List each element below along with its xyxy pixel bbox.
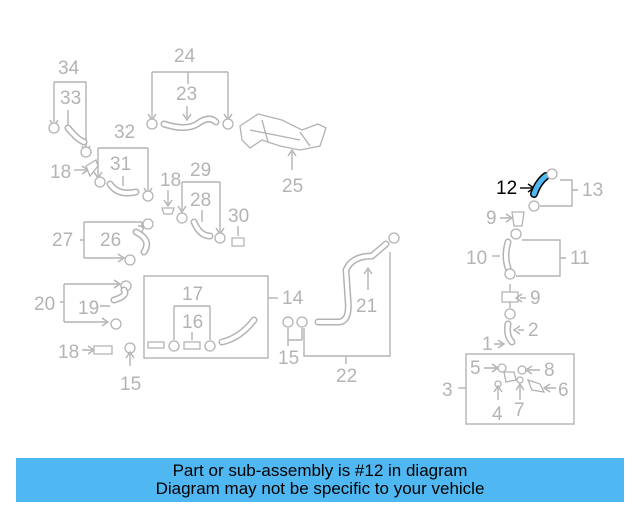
callout-19[interactable]: 19	[78, 298, 99, 319]
callout-26[interactable]: 26	[100, 230, 121, 251]
clamp-part[interactable]	[94, 176, 106, 188]
callout-28[interactable]: 28	[190, 190, 211, 211]
callout-32[interactable]: 32	[114, 122, 135, 143]
clamp-part[interactable]	[204, 340, 216, 352]
clamp-part[interactable]	[146, 118, 158, 130]
clamp-part[interactable]	[222, 118, 234, 130]
group-29-28: 18 29 28 30	[160, 160, 249, 247]
callout-18[interactable]: 18	[50, 162, 71, 183]
callout-34[interactable]: 34	[58, 58, 80, 79]
callout-33[interactable]: 33	[60, 88, 81, 109]
clamp-part[interactable]	[282, 316, 294, 328]
group-32-31: 32 31 18	[50, 122, 154, 202]
clamp-part[interactable]	[80, 146, 92, 158]
callout-18[interactable]: 18	[58, 342, 79, 363]
callout-1[interactable]: 1	[482, 334, 493, 355]
highlighted-hose-part-12[interactable]	[531, 173, 549, 197]
clamp-part[interactable]	[528, 200, 540, 212]
callout-9[interactable]: 9	[530, 288, 541, 309]
clamp-part[interactable]	[516, 376, 524, 384]
callout-2[interactable]: 2	[528, 320, 539, 341]
clamp-part[interactable]	[110, 318, 122, 330]
clamp-part[interactable]	[296, 316, 308, 328]
assembly-box-14	[143, 275, 269, 359]
callout-11[interactable]: 11	[570, 248, 590, 269]
group-20-19: 20 19	[34, 279, 132, 330]
callout-13[interactable]: 13	[582, 180, 603, 201]
callout-18[interactable]: 18	[160, 170, 181, 191]
clamp-part[interactable]	[142, 218, 154, 230]
callout-10[interactable]: 10	[466, 248, 487, 269]
clamp-part[interactable]	[214, 232, 226, 244]
callout-14[interactable]: 14	[282, 288, 304, 309]
clamp-part[interactable]	[48, 122, 60, 134]
parts-diagram: 34 33 24 23 25 32 31 18	[34, 46, 603, 425]
callout-9[interactable]: 9	[486, 208, 497, 229]
clamp-part[interactable]	[124, 254, 136, 266]
joint-part[interactable]	[501, 291, 519, 303]
assembly-box-3	[465, 353, 575, 425]
group-18-15: 18 15	[58, 342, 141, 395]
clamp-part[interactable]	[142, 190, 154, 202]
callout-12[interactable]: 12	[496, 178, 517, 199]
callout-25[interactable]: 25	[282, 176, 303, 197]
group-1-2: 2 1	[482, 308, 539, 355]
group-12-13: 12 13	[496, 168, 603, 212]
group-34-33: 34 33	[48, 58, 92, 158]
fitting-part[interactable]	[511, 211, 525, 227]
callout-17[interactable]: 17	[182, 284, 203, 305]
callout-21[interactable]: 21	[356, 296, 377, 317]
callout-20[interactable]: 20	[34, 294, 55, 315]
callout-23[interactable]: 23	[176, 84, 197, 105]
callout-22[interactable]: 22	[336, 366, 357, 387]
callout-5[interactable]: 5	[470, 358, 481, 379]
group-3: 3 5 8 4 7 6	[442, 353, 575, 425]
plug-part[interactable]	[147, 341, 165, 349]
callout-3[interactable]: 3	[442, 380, 453, 401]
group-9-10-11: 9 10 11 9	[466, 208, 590, 309]
group-24-23: 24 23	[146, 46, 234, 131]
clamp-part[interactable]	[510, 228, 522, 240]
clamp-part[interactable]	[504, 308, 516, 320]
callout-7[interactable]: 7	[514, 400, 525, 421]
banner-line-2: Diagram may not be specific to your vehi…	[155, 479, 485, 498]
callout-24[interactable]: 24	[174, 46, 196, 67]
callout-29[interactable]: 29	[190, 160, 211, 181]
group-14-17-16: 17 16 14	[143, 275, 304, 359]
callout-30[interactable]: 30	[228, 206, 249, 227]
callout-16[interactable]: 16	[182, 312, 203, 333]
fitting-part[interactable]	[161, 207, 175, 215]
valve-part[interactable]	[503, 371, 517, 383]
fitting-part[interactable]	[93, 345, 113, 355]
fitting-part[interactable]	[85, 159, 99, 178]
callout-15[interactable]: 15	[120, 374, 141, 395]
callout-6[interactable]: 6	[558, 380, 569, 401]
sensor-part[interactable]	[231, 237, 245, 247]
callout-31[interactable]: 31	[110, 154, 131, 175]
group-27-26: 27 26	[52, 218, 154, 266]
bracket-part[interactable]	[239, 113, 327, 151]
clamp-part[interactable]	[168, 340, 180, 352]
clamp-part[interactable]	[546, 168, 558, 180]
sensor-part[interactable]	[526, 378, 546, 393]
callout-27[interactable]: 27	[52, 230, 73, 251]
clamp-part[interactable]	[504, 268, 516, 280]
frame-part-25: 25	[239, 113, 327, 197]
clamp-part[interactable]	[388, 232, 400, 244]
callout-8[interactable]: 8	[544, 360, 555, 381]
joint-part[interactable]	[183, 341, 201, 350]
info-banner: Part or sub-assembly is #12 in diagram D…	[16, 458, 624, 502]
callout-4[interactable]: 4	[492, 404, 503, 425]
clamp-part[interactable]	[176, 212, 188, 224]
group-15-22-21: 15 21 22	[278, 232, 400, 387]
banner-line-1: Part or sub-assembly is #12 in diagram	[172, 461, 468, 480]
callout-15[interactable]: 15	[278, 348, 299, 369]
clamp-part[interactable]	[497, 363, 507, 373]
